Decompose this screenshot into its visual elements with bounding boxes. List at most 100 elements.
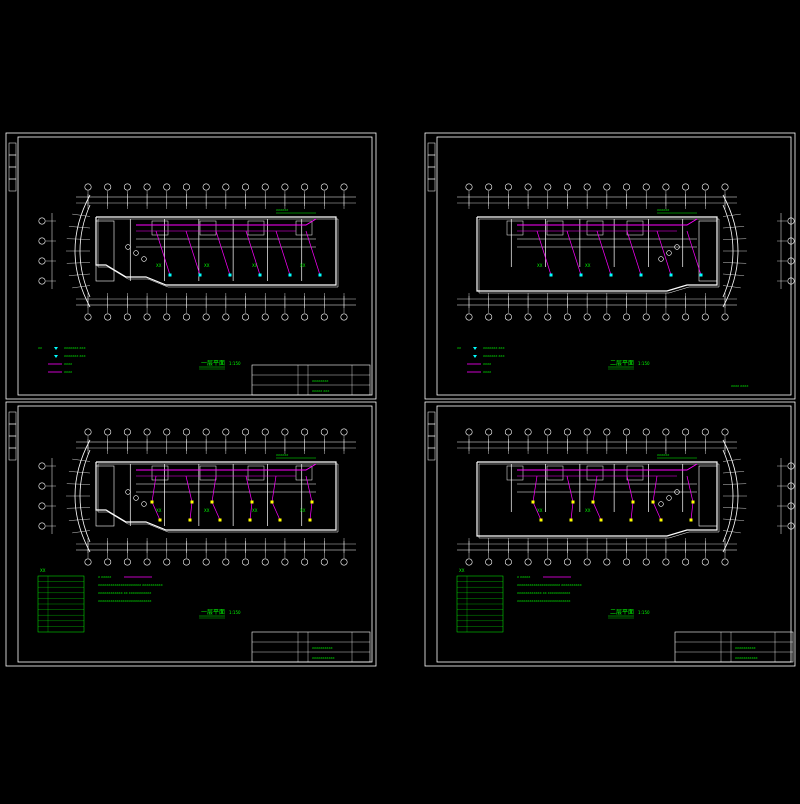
- grid-bubble: [524, 183, 532, 191]
- fixture-symbol: [248, 518, 252, 522]
- legend-label: XXXXXXX XXX: [483, 354, 505, 358]
- small-room: [546, 465, 564, 481]
- equipment-symbol: [141, 256, 147, 262]
- grid-bubble: [242, 428, 250, 436]
- stair-tread: [66, 507, 91, 509]
- grid-bubble: [38, 502, 46, 510]
- equipment-symbol: [666, 495, 672, 501]
- legend-label: XXXX: [483, 362, 491, 366]
- fixture-symbol: [531, 500, 535, 504]
- grid-bubble: [623, 558, 631, 566]
- legend-heading: XX: [40, 568, 46, 573]
- grid-bubble: [642, 558, 650, 566]
- grid-bubble: [701, 428, 709, 436]
- grid-bubble: [563, 428, 571, 436]
- grid-bubble: [320, 183, 328, 191]
- stair-tread: [722, 458, 741, 462]
- fixture-symbol: [549, 273, 553, 277]
- fixture-symbol: [270, 500, 274, 504]
- title-block-text: XXXXX XXX: [312, 389, 329, 393]
- entrance-lobby: [95, 220, 115, 282]
- fixture-symbol: [539, 518, 543, 522]
- wiring-branch: [656, 230, 672, 276]
- fixture-symbol: [669, 273, 673, 277]
- wiring-branch: [626, 230, 642, 276]
- plan-title: 二层平面: [610, 609, 634, 616]
- grid-bubble: [583, 183, 591, 191]
- margin-cell: [8, 142, 17, 156]
- grid-bubble: [143, 313, 151, 321]
- grid-bubble: [301, 558, 309, 566]
- stair-tread: [722, 238, 747, 240]
- margin-cell: [8, 423, 17, 437]
- grid-bubble: [340, 313, 348, 321]
- grid-bubble: [682, 313, 690, 321]
- note-text: XXXXXXXXXXXXXXXXXXXXXXXXXX: [98, 599, 151, 603]
- small-room: [295, 465, 313, 481]
- wiring-branch: [652, 475, 662, 521]
- fixture-symbol: [168, 273, 172, 277]
- equipment-symbol: [666, 250, 672, 256]
- grid-bubble: [504, 428, 512, 436]
- grid-bubble: [163, 558, 171, 566]
- grid-bubble: [504, 313, 512, 321]
- grid-bubble: [320, 313, 328, 321]
- grid-bubble: [38, 522, 46, 530]
- margin-cell: [427, 447, 436, 461]
- grid-bubble: [301, 183, 309, 191]
- grid-bubble: [721, 558, 729, 566]
- title-block-text: XXXX XXXX: [731, 384, 748, 388]
- wiring-main-run: [517, 218, 698, 226]
- note-text: X XXXXX: [517, 575, 530, 579]
- grid-bubble: [642, 428, 650, 436]
- fixture-symbol: [689, 518, 693, 522]
- grid-bubble: [583, 558, 591, 566]
- title-block: [251, 631, 371, 663]
- stair-tread: [722, 213, 741, 217]
- wiring-branch: [532, 475, 542, 521]
- grid-bubble: [485, 313, 493, 321]
- small-room: [151, 465, 169, 481]
- fixture-symbol: [629, 518, 633, 522]
- fixture-symbol: [150, 500, 154, 504]
- grid-bubble: [721, 428, 729, 436]
- equipment-symbol: [674, 489, 680, 495]
- room-label: XX: [300, 263, 306, 268]
- grid-bubble: [222, 313, 230, 321]
- entrance-lobby: [698, 465, 718, 527]
- grid-bubble: [261, 183, 269, 191]
- legend-label: XXXXXXX XXX: [64, 346, 86, 350]
- building-outline: [95, 216, 337, 286]
- grid-bubble: [202, 558, 210, 566]
- grid-bubble: [84, 313, 92, 321]
- small-room: [199, 220, 217, 236]
- equipment-symbol: [133, 495, 139, 501]
- sheet-outer-frame: [424, 401, 796, 667]
- entrance-lobby: [95, 465, 115, 527]
- wiring-branch: [245, 230, 261, 276]
- room-label: XX: [204, 263, 210, 268]
- grid-bubble: [340, 558, 348, 566]
- fixture-symbol: [579, 273, 583, 277]
- grid-bubble: [163, 428, 171, 436]
- grid-bubble: [524, 558, 532, 566]
- small-room: [247, 220, 265, 236]
- grid-bubble: [623, 313, 631, 321]
- small-room: [151, 220, 169, 236]
- grid-bubble: [104, 183, 112, 191]
- grid-bubble: [123, 183, 131, 191]
- grid-bubble: [787, 482, 795, 490]
- grid-bubble: [504, 183, 512, 191]
- legend-symbol: [54, 347, 58, 350]
- stair-tread: [722, 285, 741, 289]
- grid-bubble: [281, 183, 289, 191]
- wiring-branch: [151, 475, 161, 521]
- callout-text: XXXXXX: [657, 453, 669, 457]
- grid-bubble: [642, 313, 650, 321]
- grid-bubble: [701, 183, 709, 191]
- grid-bubble: [485, 183, 493, 191]
- fixture-symbol: [639, 273, 643, 277]
- small-room: [506, 465, 524, 481]
